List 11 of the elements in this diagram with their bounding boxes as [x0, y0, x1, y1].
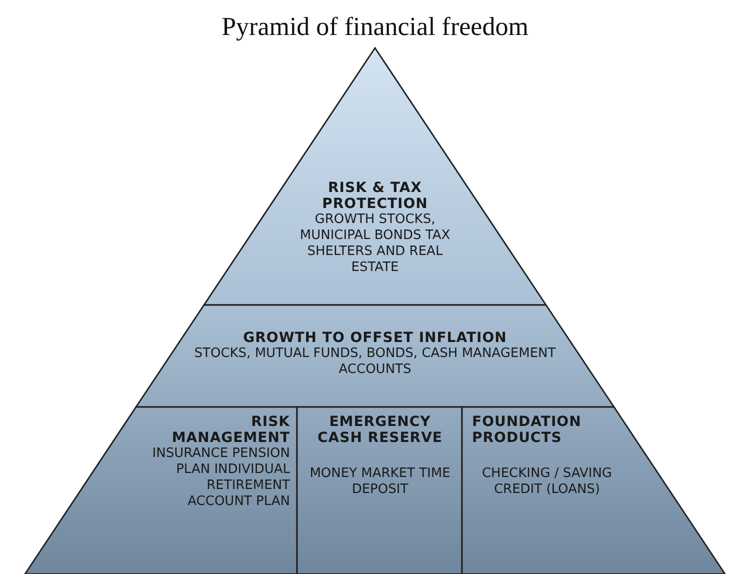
tier-heading: FOUNDATION PRODUCTS — [472, 414, 582, 446]
tier-description: INSURANCE PENSION PLAN INDIVIDUAL RETIREMENT ACCOUNT PLAN — [151, 446, 290, 510]
diagram-title: Pyramid of financial freedom — [220, 12, 530, 42]
tier-heading: GROWTH TO OFFSET INFLATION — [242, 330, 508, 346]
tier-heading: RISK & TAX PROTECTION — [321, 180, 429, 212]
tier-description: MONEY MARKET TIME DEPOSIT — [308, 466, 452, 498]
tier-description: CHECKING / SAVING CREDIT (LOANS) — [480, 466, 614, 498]
tier-heading: RISK MANAGEMENT — [170, 414, 290, 446]
tier-description: GROWTH STOCKS, MUNICIPAL BONDS TAX SHELTERS AND REAL ESTATE — [298, 212, 452, 276]
tier-heading: EMERGENCY CASH RESERVE — [316, 414, 444, 446]
tier-description: STOCKS, MUTUAL FUNDS, BONDS, CASH MANAGEMENT ACCOUNTS — [193, 346, 557, 378]
